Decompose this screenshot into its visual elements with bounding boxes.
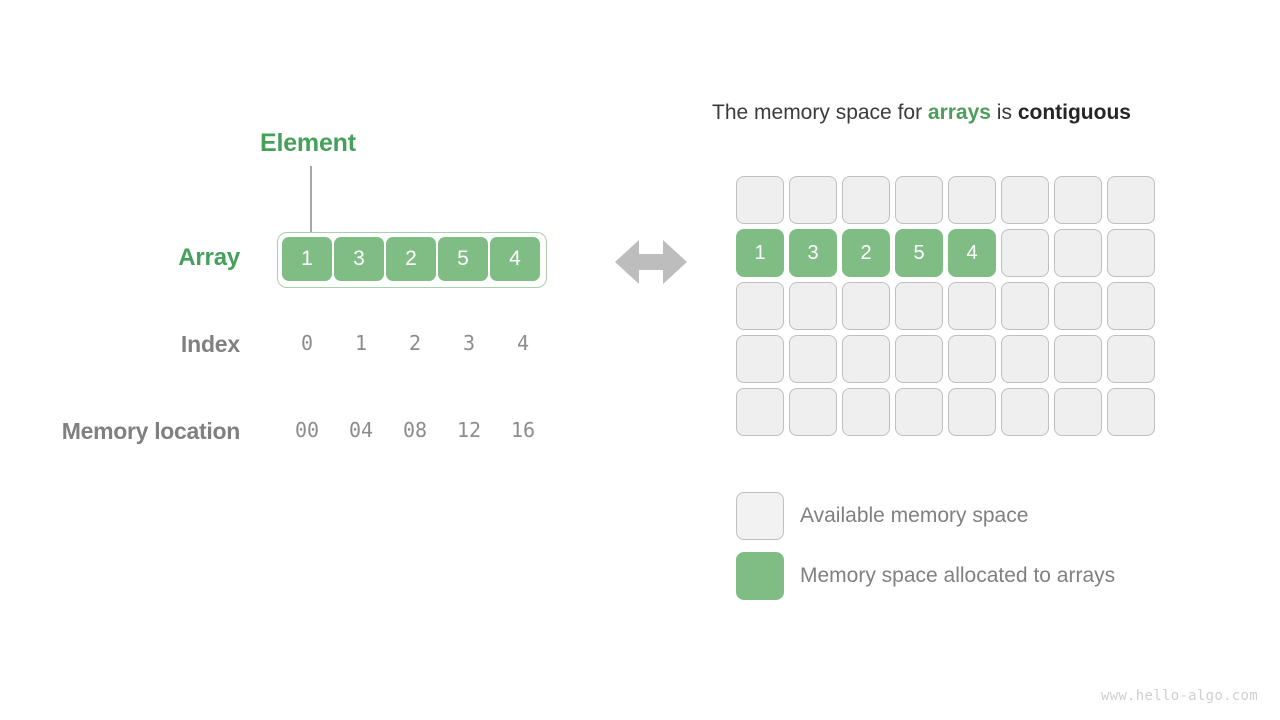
array-cell: 1 — [282, 237, 332, 281]
memory-cell-free — [736, 335, 784, 383]
element-callout-label: Element — [260, 129, 356, 157]
memory-grid-row: 1 3 2 5 4 — [736, 229, 1155, 277]
memory-cell-free — [1054, 176, 1102, 224]
memory-cell-allocated: 3 — [789, 229, 837, 277]
legend-swatch-allocated-icon — [736, 552, 784, 600]
element-callout-connector-line — [310, 166, 312, 240]
memory-grid-row — [736, 335, 1155, 383]
memory-cell-free — [895, 388, 943, 436]
title-highlight-arrays: arrays — [927, 101, 991, 124]
legend-label: Available memory space — [800, 504, 1029, 527]
legend-swatch-free-icon — [736, 492, 784, 540]
index-values-row: 0 1 2 3 4 — [281, 331, 549, 355]
memory-location-values-row: 00 04 08 12 16 — [281, 418, 549, 442]
array-diagram-panel: Element Array 1 3 2 5 4 Index 0 1 2 3 4 … — [0, 0, 600, 720]
memory-cell-free — [1107, 388, 1155, 436]
double-headed-horizontal-arrow-icon — [615, 240, 687, 284]
title-part-1: The memory space for — [712, 101, 928, 124]
memory-cell-free — [1001, 229, 1049, 277]
memory-cell-allocated: 4 — [948, 229, 996, 277]
legend-item-allocated: Memory space allocated to arrays — [736, 552, 1115, 600]
memory-cell-free — [736, 282, 784, 330]
memory-location-value: 16 — [510, 418, 536, 442]
memory-cell-free — [789, 176, 837, 224]
memory-location-row-label: Memory location — [61, 418, 241, 444]
memory-cell-free — [842, 335, 890, 383]
memory-cell-free — [948, 176, 996, 224]
title-part-2: is — [990, 101, 1018, 124]
array-cell: 2 — [386, 237, 436, 281]
memory-cell-free — [1107, 176, 1155, 224]
memory-cell-free — [736, 388, 784, 436]
memory-cell-free — [842, 282, 890, 330]
equivalence-arrow — [613, 232, 689, 292]
memory-cell-free — [1054, 335, 1102, 383]
array-cell: 4 — [490, 237, 540, 281]
memory-cell-free — [1001, 335, 1049, 383]
memory-layout-panel: The memory space for arrays is contiguou… — [600, 0, 1280, 720]
memory-cell-free — [736, 176, 784, 224]
memory-cell-free — [948, 388, 996, 436]
memory-cell-allocated: 2 — [842, 229, 890, 277]
memory-cell-free — [1107, 229, 1155, 277]
index-value: 3 — [462, 331, 476, 355]
index-row-label: Index — [180, 331, 240, 357]
index-value: 1 — [354, 331, 368, 355]
memory-cell-free — [1054, 282, 1102, 330]
index-value: 0 — [300, 331, 314, 355]
legend: Available memory space Memory space allo… — [736, 492, 1115, 600]
memory-cell-free — [1054, 388, 1102, 436]
index-value: 2 — [408, 331, 422, 355]
memory-cell-free — [1001, 388, 1049, 436]
memory-cell-free — [1001, 176, 1049, 224]
memory-grid-row — [736, 282, 1155, 330]
memory-cell-free — [789, 335, 837, 383]
memory-cell-free — [1054, 229, 1102, 277]
memory-grid-row — [736, 388, 1155, 436]
array-cell: 5 — [438, 237, 488, 281]
memory-cell-free — [895, 282, 943, 330]
memory-location-value: 00 — [294, 418, 320, 442]
memory-grid: 1 3 2 5 4 — [736, 176, 1155, 436]
footer-watermark: www.hello-algo.com — [1100, 688, 1258, 704]
memory-location-value: 08 — [402, 418, 428, 442]
array-cells-container: 1 3 2 5 4 — [277, 232, 547, 288]
memory-cell-free — [895, 176, 943, 224]
array-cell: 3 — [334, 237, 384, 281]
memory-cell-free — [948, 282, 996, 330]
memory-cell-free — [1107, 282, 1155, 330]
memory-cell-free — [842, 388, 890, 436]
memory-location-value: 04 — [348, 418, 374, 442]
memory-cell-allocated: 5 — [895, 229, 943, 277]
index-value: 4 — [516, 331, 530, 355]
title-highlight-contiguous: contiguous — [1017, 101, 1131, 124]
memory-grid-row — [736, 176, 1155, 224]
memory-cell-free — [789, 282, 837, 330]
memory-location-value: 12 — [456, 418, 482, 442]
memory-cell-free — [1001, 282, 1049, 330]
legend-label: Memory space allocated to arrays — [800, 564, 1116, 587]
memory-cell-free — [1107, 335, 1155, 383]
memory-cell-free — [789, 388, 837, 436]
memory-cell-free — [895, 335, 943, 383]
memory-panel-title: The memory space for arrays is contiguou… — [712, 101, 1131, 125]
memory-cell-free — [948, 335, 996, 383]
array-row-label: Array — [178, 244, 240, 271]
memory-cell-allocated: 1 — [736, 229, 784, 277]
legend-item-available: Available memory space — [736, 492, 1115, 540]
memory-cell-free — [842, 176, 890, 224]
